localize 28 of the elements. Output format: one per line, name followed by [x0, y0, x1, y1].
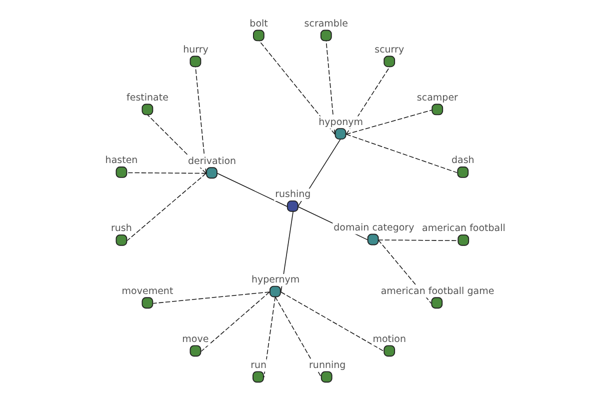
connector	[146, 114, 206, 174]
connector	[126, 172, 206, 174]
connector	[280, 292, 384, 352]
node-label: bolt	[249, 18, 268, 30]
connector	[377, 240, 432, 304]
node-label: scamper	[416, 92, 458, 104]
connector	[377, 240, 458, 241]
node-label: dash	[450, 155, 474, 166]
connector	[200, 292, 270, 352]
connector	[345, 110, 432, 135]
connector	[216, 172, 288, 208]
node-label: scramble	[304, 18, 348, 30]
node-label: movement	[121, 286, 173, 297]
connector	[152, 292, 270, 304]
connector	[345, 66, 390, 135]
node-label: hurry	[182, 44, 208, 56]
node-label: hasten	[104, 155, 138, 166]
node-label: rush	[110, 223, 132, 234]
node-label: festinate	[126, 92, 168, 104]
node-label: scurry	[374, 44, 404, 56]
connector	[126, 172, 206, 241]
connector	[263, 296, 276, 378]
connector	[258, 40, 335, 135]
connector	[345, 134, 458, 174]
connector	[194, 66, 206, 174]
node-label: american football	[422, 223, 505, 234]
connector	[274, 296, 322, 378]
connector	[325, 40, 335, 135]
